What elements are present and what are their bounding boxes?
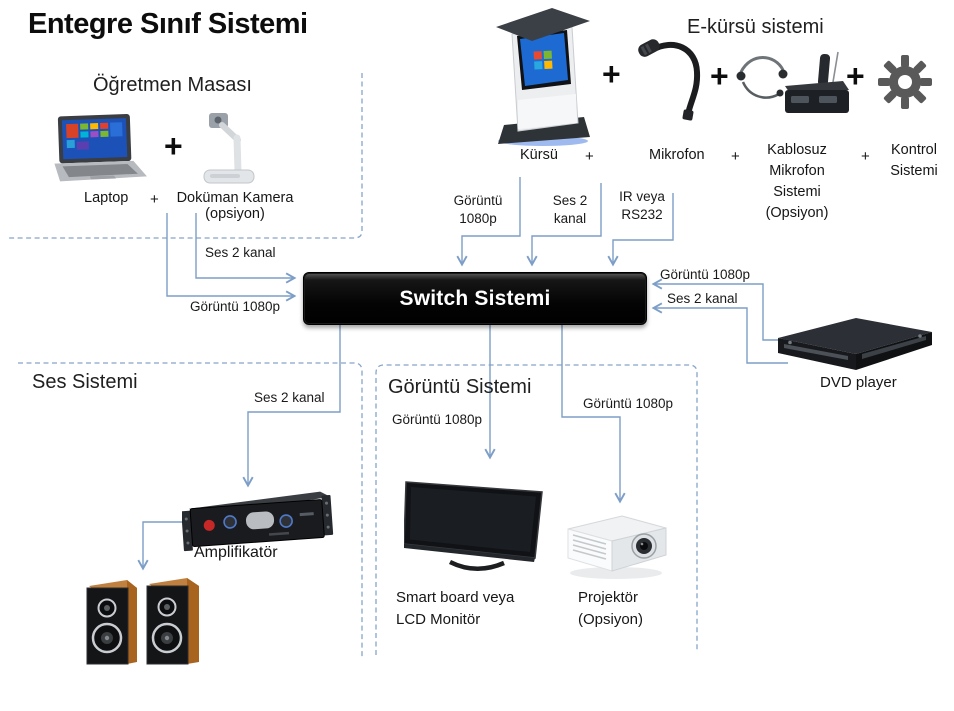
amp-audio-label: Ses 2 kanal xyxy=(254,390,325,405)
smart-board-icon xyxy=(404,481,543,571)
lectern-control-connector xyxy=(607,193,674,267)
lectern-icon xyxy=(496,8,590,146)
document-camera-note: (opsiyon) xyxy=(205,206,265,222)
lectern-video-connector xyxy=(456,177,521,267)
page-title: Entegre Sınıf Sistemi xyxy=(28,8,308,40)
lectern-mic-plus: + xyxy=(585,148,594,165)
speakers-image xyxy=(83,576,205,668)
amplifier-label: Amplifikatör xyxy=(194,544,278,561)
document-camera-image xyxy=(198,110,260,188)
microphone-image xyxy=(636,36,718,122)
desk-audio-label: Ses 2 kanal xyxy=(205,245,276,260)
board-video-label: Görüntü 1080p xyxy=(392,412,483,427)
mic-wireless-plus: + xyxy=(731,148,740,165)
amplifier-image xyxy=(182,490,334,552)
laptop-label: Laptop xyxy=(84,190,129,206)
microphone-icon xyxy=(638,39,701,121)
laptop-icon xyxy=(54,114,147,182)
switch-system-box: Switch Sistemi xyxy=(303,272,647,325)
lectern-video-label: Görüntü 1080p xyxy=(453,193,503,226)
projector-video-label: Görüntü 1080p xyxy=(583,396,674,411)
amplifier-icon xyxy=(182,491,334,552)
wireless-mic-icon xyxy=(736,51,849,113)
wireless-mic-image xyxy=(733,46,853,126)
dvd-audio-connector xyxy=(651,302,788,364)
document-camera-icon xyxy=(203,113,255,184)
lectern-plus-sign: + xyxy=(602,56,621,92)
lectern-control-label: IR veya RS232 xyxy=(619,189,665,222)
wireless-plus-sign: + xyxy=(846,58,865,94)
laptop-camera-plus: + xyxy=(150,191,159,208)
wireless-mic-label: Kablosuz Mikrofon Sistemi (Opsiyon) xyxy=(765,142,829,222)
laptop-image xyxy=(53,114,147,186)
document-camera-label: Doküman Kamera xyxy=(176,190,294,206)
dvd-audio-label: Ses 2 kanal xyxy=(667,291,738,306)
dvd-player-icon xyxy=(778,318,932,370)
desk-video-label: Görüntü 1080p xyxy=(190,299,281,314)
teacher-desk-dashed-border xyxy=(6,73,363,239)
projector-label: Projektör (Opsiyon) xyxy=(578,589,644,628)
control-system-image xyxy=(878,55,932,109)
gear-icon xyxy=(878,55,932,109)
audio-system-dashed-border xyxy=(18,362,363,657)
desk-audio-connector xyxy=(195,213,297,284)
laptop-plus-sign: + xyxy=(164,128,183,164)
speakers-icon xyxy=(86,578,199,665)
projector-image xyxy=(562,503,670,583)
switch-system-label: Switch Sistemi xyxy=(399,286,551,310)
mic-plus-sign: + xyxy=(710,58,729,94)
video-system-heading: Görüntü Sistemi xyxy=(388,376,532,398)
laptop-video-connector xyxy=(166,213,297,302)
smart-board-image xyxy=(404,474,548,576)
audio-system-heading: Ses Sistemi xyxy=(32,371,138,393)
projector-icon xyxy=(567,515,667,579)
switch-to-amp-connector xyxy=(242,324,341,488)
lectern-audio-label: Ses 2 kanal xyxy=(552,193,588,226)
wireless-control-plus: + xyxy=(861,148,870,165)
dvd-video-label: Görüntü 1080p xyxy=(660,267,751,282)
e-lectern-heading: E-kürsü sistemi xyxy=(687,16,824,38)
dvd-player-image xyxy=(772,298,936,376)
lectern-label: Kürsü xyxy=(520,147,558,163)
dvd-player-label: DVD player xyxy=(820,374,897,391)
video-system-dashed-border xyxy=(375,364,698,655)
smart-board-label: Smart board veya LCD Monitör xyxy=(396,589,515,628)
lectern-audio-connector xyxy=(526,183,602,267)
lectern-image xyxy=(494,4,592,150)
amp-to-speakers-connector xyxy=(137,521,188,571)
document-camera-label-block: Doküman Kamera (opsiyon) xyxy=(176,190,294,222)
microphone-label: Mikrofon xyxy=(649,147,705,163)
dvd-video-connector xyxy=(651,278,792,341)
teacher-desk-heading: Öğretmen Masası xyxy=(93,74,252,96)
switch-to-projector-connector xyxy=(561,324,626,504)
control-system-label: Kontrol Sistemi xyxy=(890,142,938,180)
